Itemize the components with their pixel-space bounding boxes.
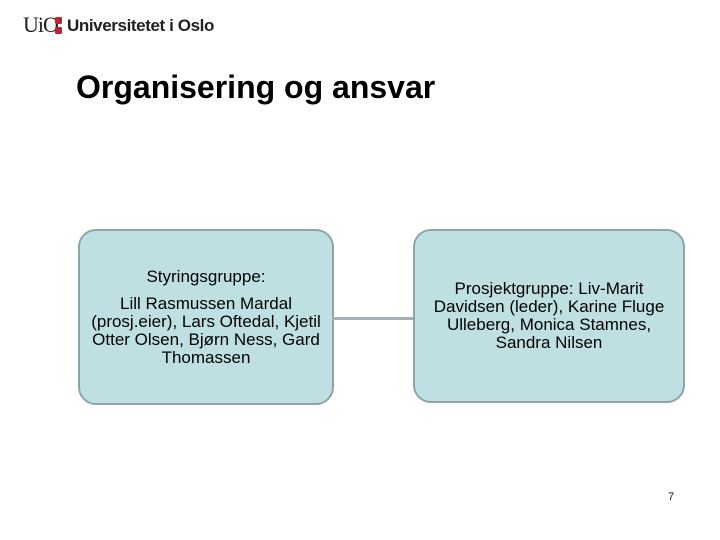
- styringsgruppe-heading: Styringsgruppe:: [146, 266, 266, 286]
- slide-title: Organisering og ansvar: [76, 69, 436, 105]
- connector-line: [332, 317, 415, 320]
- uio-wordmark: UiO: [23, 12, 59, 37]
- colon-dot-bottom: [55, 27, 62, 34]
- styringsgruppe-box: Styringsgruppe: Lill Rasmussen Mardal (p…: [78, 229, 334, 405]
- colon-dot-top: [55, 17, 62, 24]
- prosjektgruppe-members: Prosjektgruppe: Liv-Marit Davidsen (lede…: [433, 279, 665, 352]
- page-number: 7: [668, 491, 675, 503]
- uio-colon-icon: [55, 17, 62, 34]
- styringsgruppe-members: Lill Rasmussen Mardal (prosj.eier), Lars…: [91, 293, 321, 367]
- prosjektgruppe-box: Prosjektgruppe: Liv-Marit Davidsen (lede…: [413, 229, 685, 403]
- institution-name: Universitetet i Oslo: [67, 16, 214, 35]
- uio-logo: UiO Universitetet i Oslo: [0, 0, 260, 48]
